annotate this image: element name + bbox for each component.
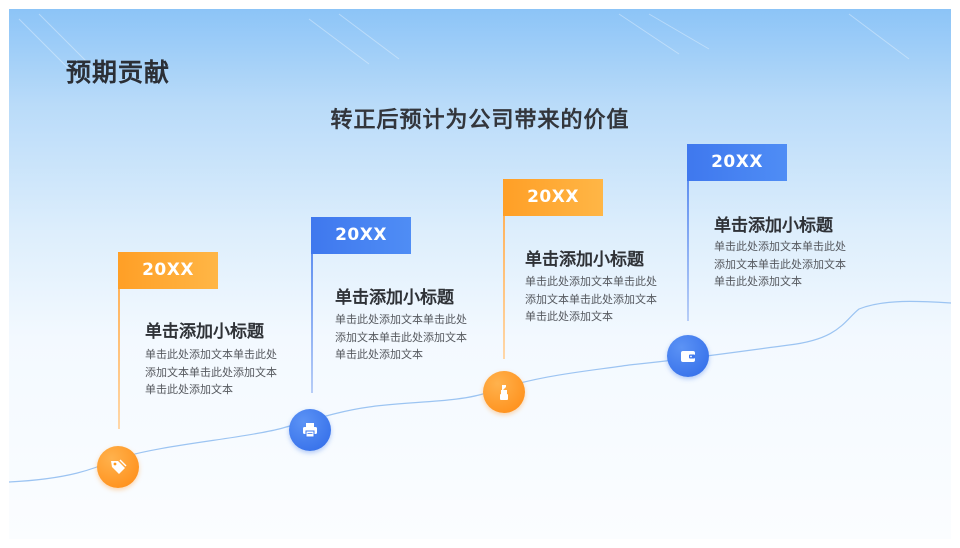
slide-subtitle: 转正后预计为公司带来的价值: [330, 108, 630, 133]
step-1-year-flag: 20XX: [118, 252, 218, 289]
step-3-node: [483, 371, 525, 413]
step-1-title[interactable]: 单击添加小标题: [145, 322, 264, 342]
step-4-body[interactable]: 单击此处添加文本单击此处添加文本单击此处添加文本单击此处添加文本: [714, 240, 846, 288]
lipstick-icon: [500, 385, 508, 400]
step-2-title[interactable]: 单击添加小标题: [335, 288, 454, 308]
wallet-icon: [681, 351, 695, 362]
step-3-year-flag: 20XX: [503, 179, 603, 216]
step-1-node: [97, 446, 139, 488]
step-4-title[interactable]: 单击添加小标题: [714, 216, 833, 236]
tag-icon: [111, 459, 127, 474]
slide: 预期贡献 转正后预计为公司带来的价值 20XX 单击添加小标题 单击此处添加文本…: [9, 9, 951, 539]
printer-icon: [303, 423, 317, 438]
step-2-body[interactable]: 单击此处添加文本单击此处添加文本单击此处添加文本单击此处添加文本: [335, 313, 467, 361]
step-1-body[interactable]: 单击此处添加文本单击此处添加文本单击此处添加文本单击此处添加文本: [145, 348, 277, 396]
step-2-year-flag: 20XX: [311, 217, 411, 254]
step-4-year-flag: 20XX: [687, 144, 787, 181]
step-2-pole: [311, 251, 313, 393]
step-3-pole: [503, 214, 505, 359]
background-decoration: [18, 13, 910, 80]
step-4-pole: [687, 179, 689, 321]
page-title: 预期贡献: [66, 58, 171, 87]
step-3-body[interactable]: 单击此处添加文本单击此处添加文本单击此处添加文本单击此处添加文本: [525, 275, 657, 323]
step-1-pole: [118, 287, 120, 429]
step-2-node: [289, 409, 331, 451]
step-3-title[interactable]: 单击添加小标题: [525, 250, 644, 270]
step-4-node: [667, 335, 709, 377]
